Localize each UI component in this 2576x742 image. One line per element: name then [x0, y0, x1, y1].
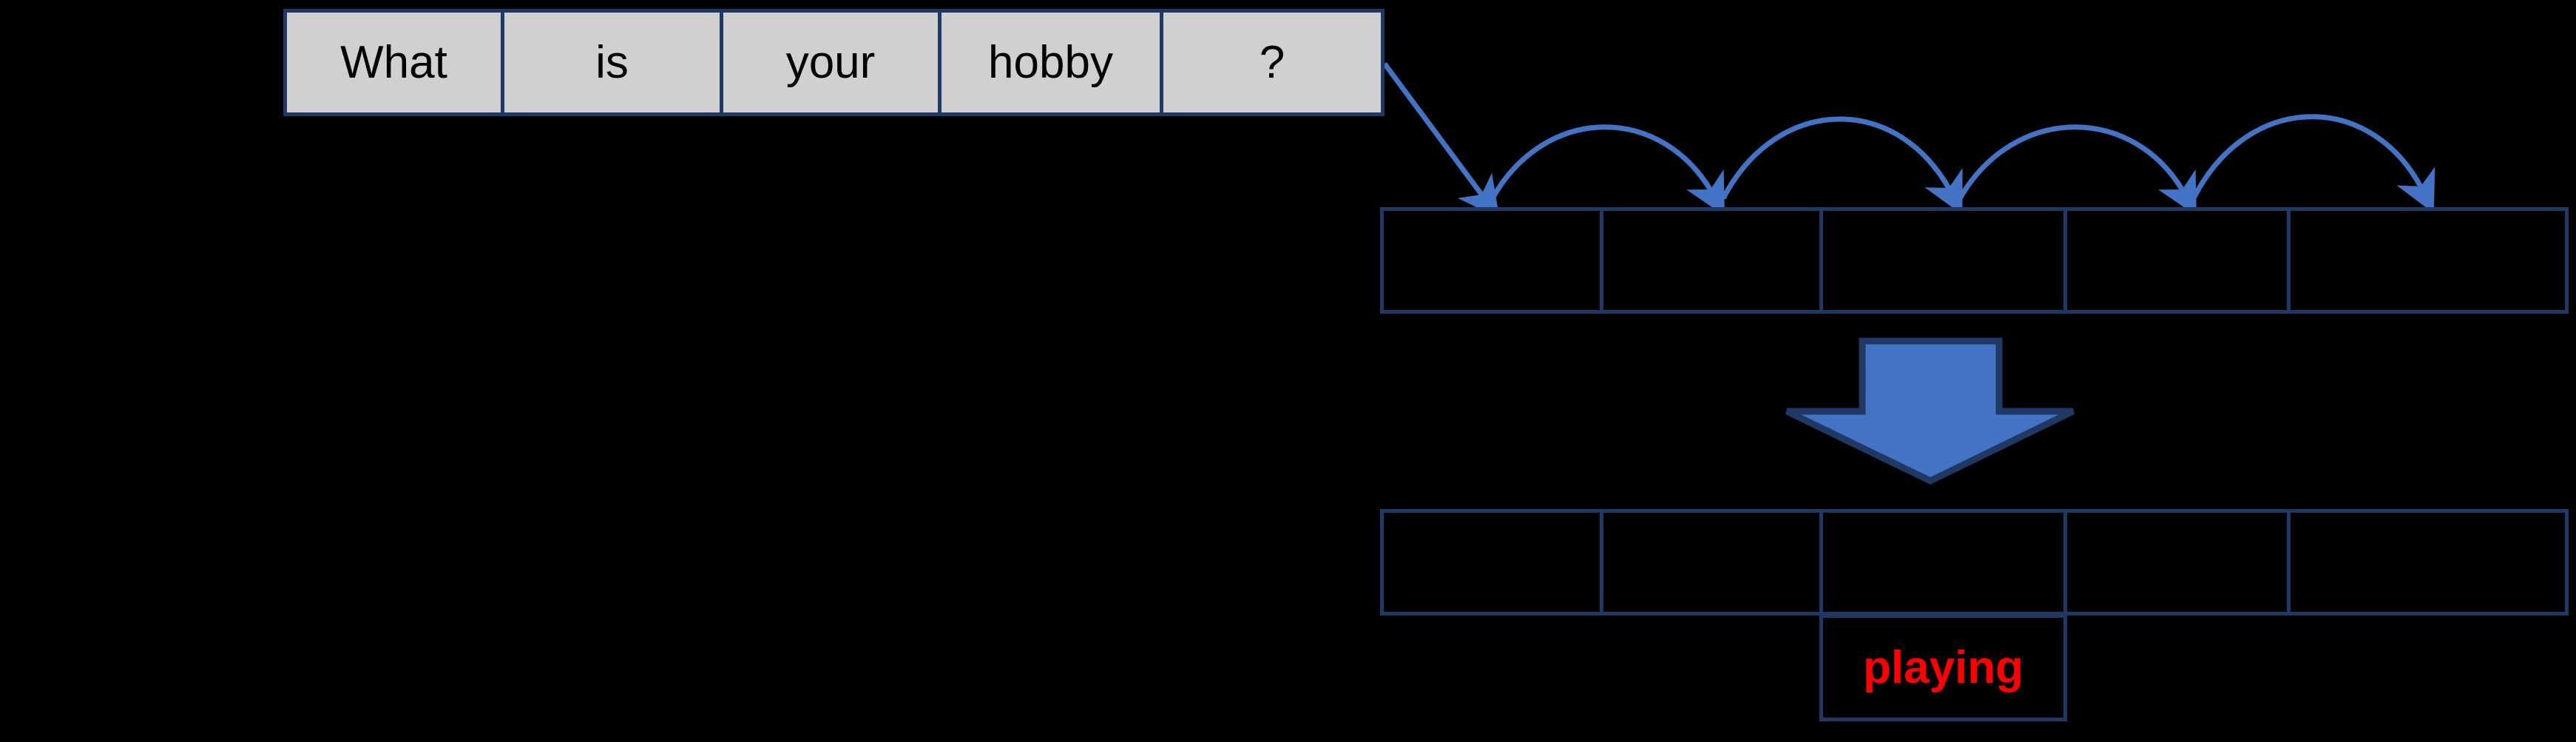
predicted-word-label: playing [1862, 641, 2024, 693]
source-cell-1[interactable]: What [283, 9, 504, 116]
question-to-encoder-arrow [1382, 61, 1500, 219]
encoder-hop-arrow-3 [1957, 124, 2197, 216]
source-cell-3[interactable]: your [720, 9, 942, 116]
source-cell-2-label: is [595, 36, 629, 88]
source-cell-5-label: ? [1259, 36, 1285, 88]
source-cell-4-label: hobby [988, 36, 1113, 88]
source-cell-3-label: your [785, 36, 876, 88]
decoder-cell-4[interactable] [2063, 509, 2291, 615]
source-cell-5[interactable]: ? [1160, 9, 1385, 116]
source-cell-2[interactable]: is [501, 9, 723, 116]
encoder-cell-4[interactable] [2063, 207, 2291, 314]
encoder-cell-5[interactable] [2287, 207, 2569, 314]
encoder-hop-arrow-2 [1720, 116, 1963, 215]
encoder-cell-2[interactable] [1600, 207, 1823, 314]
decoder-cell-5[interactable] [2287, 509, 2569, 615]
decoder-cell-3[interactable] [1819, 509, 2067, 615]
encoder-to-decoder-arrow [1785, 337, 2075, 485]
encoder-cell-1[interactable] [1380, 207, 1603, 314]
encoder-hop-arrow-1 [1490, 124, 1725, 216]
encoder-hop-arrow-4 [2191, 114, 2435, 214]
decoder-cell-2[interactable] [1600, 509, 1823, 615]
decoder-cell-1[interactable] [1380, 509, 1603, 615]
encoder-cell-3[interactable] [1819, 207, 2067, 314]
source-cell-4[interactable]: hobby [938, 9, 1163, 116]
predicted-word-cell[interactable]: playing [1819, 614, 2067, 721]
source-cell-1-label: What [340, 36, 447, 88]
